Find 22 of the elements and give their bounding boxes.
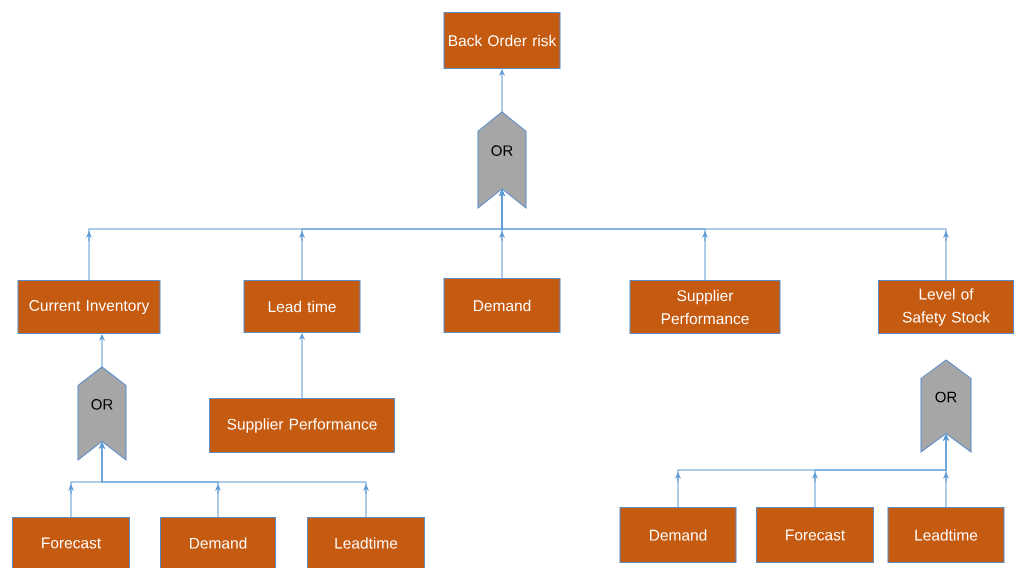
connector-arrow [99, 334, 105, 368]
event-box: Forecast [12, 517, 130, 568]
event-box: Demand [160, 517, 276, 568]
connector-arrow [499, 69, 505, 113]
event-box: Demand [619, 507, 737, 563]
event-box: Current Inventory [17, 280, 161, 334]
connector-arrow [299, 333, 305, 399]
event-box: Leadtime [307, 517, 425, 568]
event-box: Demand [443, 278, 561, 333]
or-gate: OR [920, 359, 972, 453]
connector-arrow [99, 442, 369, 518]
event-box: Back Order risk [443, 12, 561, 69]
or-gate: OR [77, 366, 127, 461]
event-box: Supplier Performance [629, 280, 781, 334]
connector-arrow [499, 189, 949, 281]
event-box: Lead time [243, 280, 361, 333]
event-box: Level of Safety Stock [878, 280, 1014, 334]
connector-arrow [943, 434, 949, 508]
event-box: Forecast [756, 507, 874, 563]
event-box: Supplier Performance [209, 398, 395, 453]
or-gate: OR [477, 111, 527, 209]
event-box: Leadtime [887, 507, 1005, 563]
